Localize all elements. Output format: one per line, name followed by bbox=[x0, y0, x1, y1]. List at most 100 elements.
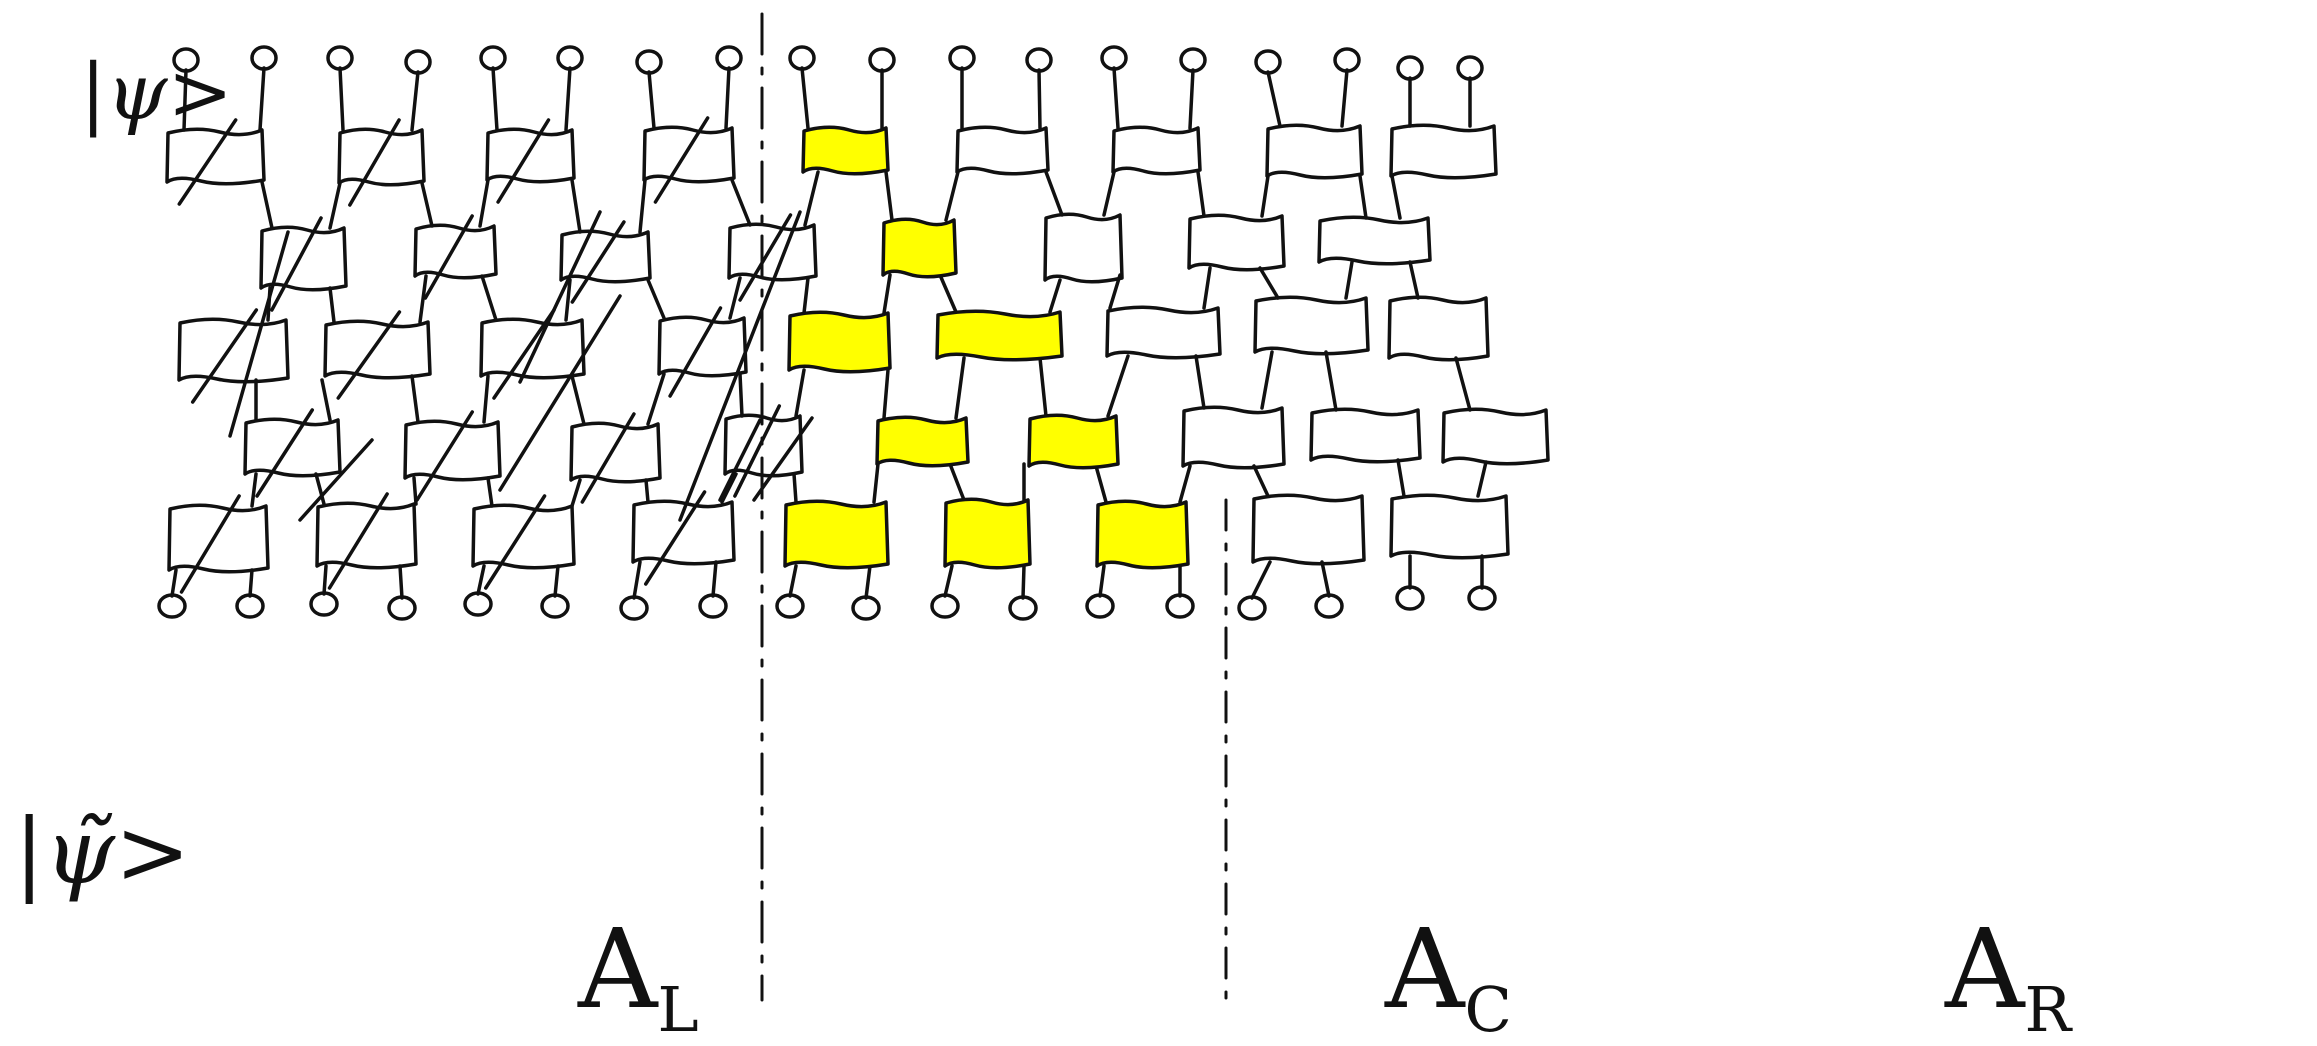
leg-line bbox=[564, 278, 572, 322]
leg-line bbox=[792, 472, 798, 504]
top-site-circle bbox=[868, 47, 896, 73]
gate bbox=[1043, 212, 1124, 284]
bottom-site-circle bbox=[1085, 593, 1115, 619]
leg-line bbox=[1038, 356, 1048, 418]
region-right-label: AR bbox=[1945, 905, 2071, 1046]
bottom-site-circle bbox=[309, 591, 339, 617]
highlighted-gate bbox=[935, 309, 1064, 362]
cross-out-stroke bbox=[177, 118, 238, 206]
gate bbox=[1251, 493, 1366, 566]
region-center-subscript: C bbox=[1464, 973, 1512, 1046]
highlighted-gate bbox=[783, 499, 890, 570]
bottom-site-circle bbox=[1467, 585, 1497, 611]
leg-line bbox=[482, 374, 490, 424]
gate bbox=[413, 223, 498, 280]
cross-out-stroke bbox=[255, 408, 314, 498]
leg-line bbox=[644, 478, 650, 504]
leg-line bbox=[1258, 266, 1280, 300]
cross-out-stroke bbox=[718, 418, 762, 502]
gate bbox=[955, 125, 1050, 176]
physical-sites-layer bbox=[157, 45, 1497, 621]
top-state-label: |ψ> bbox=[80, 48, 233, 138]
cross-out-stroke bbox=[336, 310, 402, 400]
gate bbox=[1105, 305, 1222, 360]
leg-line bbox=[553, 564, 560, 598]
bottom-site-circle bbox=[540, 593, 570, 619]
leg-line bbox=[943, 564, 954, 598]
cross-out-stroke bbox=[348, 118, 401, 207]
cross-out-stroke bbox=[518, 210, 602, 384]
leg-line bbox=[1048, 278, 1062, 314]
region-right-letter: A bbox=[1945, 905, 2025, 1033]
leg-line bbox=[1476, 460, 1488, 498]
leg-line bbox=[418, 274, 428, 324]
leg-line bbox=[864, 564, 872, 600]
leg-line bbox=[800, 66, 810, 130]
cross-out-stroke bbox=[484, 494, 547, 590]
cross-out-stroke bbox=[668, 306, 723, 398]
leg-line bbox=[872, 462, 880, 504]
cross-out-stroke bbox=[327, 492, 389, 590]
gate bbox=[1265, 123, 1364, 180]
leg-line bbox=[1266, 70, 1282, 128]
leg-line bbox=[1320, 560, 1331, 598]
bottom-site-circle bbox=[1165, 593, 1195, 619]
cross-out-stroke bbox=[423, 214, 474, 300]
leg-line bbox=[338, 66, 345, 132]
gate bbox=[1309, 407, 1422, 464]
cross-out-stroke bbox=[733, 404, 782, 498]
leg-line bbox=[320, 378, 332, 422]
leg-line bbox=[954, 356, 966, 420]
bottom-site-circle bbox=[235, 593, 265, 619]
leg-line bbox=[570, 374, 586, 426]
highlighted-gate bbox=[943, 497, 1032, 570]
cross-out-stroke bbox=[496, 118, 551, 204]
leg-line bbox=[476, 564, 486, 596]
leg-line bbox=[1252, 464, 1270, 498]
gate bbox=[315, 501, 418, 570]
bottom-site-circle bbox=[930, 593, 960, 619]
leg-line bbox=[398, 564, 404, 600]
leg-line bbox=[720, 472, 738, 504]
leg-line bbox=[564, 66, 572, 132]
leg-line bbox=[491, 66, 499, 132]
leg-line bbox=[1260, 174, 1270, 218]
leg-line bbox=[248, 568, 254, 598]
bottom-site-circle bbox=[1314, 593, 1344, 619]
leg-line bbox=[1112, 66, 1120, 130]
leg-line bbox=[1178, 464, 1192, 504]
leg-line bbox=[1344, 260, 1354, 300]
gate bbox=[559, 229, 652, 284]
top-site-circle bbox=[788, 45, 816, 71]
gate bbox=[1181, 405, 1286, 470]
top-site-circle bbox=[326, 45, 354, 71]
leg-line bbox=[1358, 174, 1368, 220]
gates-layer bbox=[165, 123, 1550, 574]
leg-line bbox=[794, 368, 806, 418]
leg-line bbox=[730, 178, 752, 227]
leg-line bbox=[738, 372, 744, 418]
gate bbox=[631, 499, 736, 566]
cross-out-stroke bbox=[738, 213, 793, 302]
gate bbox=[323, 319, 432, 380]
top-site-circle bbox=[715, 45, 743, 71]
leg-line bbox=[1324, 350, 1338, 412]
leg-line bbox=[486, 476, 494, 508]
leg-line bbox=[647, 70, 656, 130]
leg-line bbox=[570, 178, 582, 234]
leg-line bbox=[182, 68, 188, 132]
bottom-site-circle bbox=[851, 595, 881, 621]
region-center-letter: A bbox=[1385, 905, 1465, 1033]
leg-line bbox=[258, 66, 266, 132]
gate bbox=[471, 503, 576, 570]
leg-line bbox=[646, 372, 666, 426]
leg-line bbox=[724, 66, 731, 130]
gate bbox=[1389, 493, 1510, 560]
leg-line bbox=[170, 568, 178, 598]
top-site-circle bbox=[556, 45, 584, 71]
region-center-label: AC bbox=[1385, 905, 1512, 1046]
gate bbox=[1253, 295, 1370, 356]
gate bbox=[1317, 215, 1432, 266]
highlighted-gate bbox=[787, 310, 892, 374]
legs-layer bbox=[170, 66, 1488, 600]
